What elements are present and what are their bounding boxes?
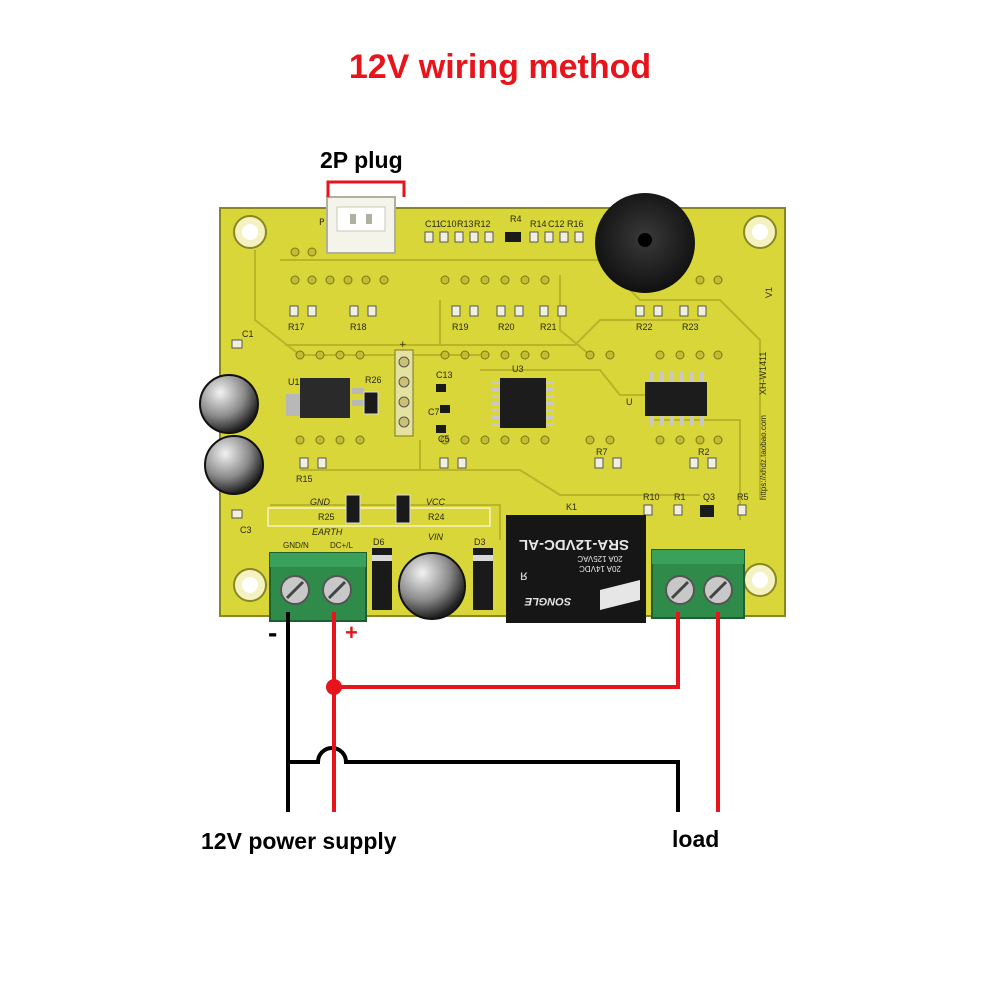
relay-spec-1: 20A 14VDC — [579, 564, 621, 573]
mounting-hole-br — [743, 563, 777, 597]
r25-resistor — [345, 494, 361, 524]
mounting-hole-tl — [233, 215, 267, 249]
relay: SRA-12VDC-AL 20A 14VDC 20A 125VAC SONGLE… — [506, 515, 646, 623]
wire-junction-dot — [326, 679, 342, 695]
mounting-hole-bl — [233, 568, 267, 602]
chip-u3 — [492, 378, 554, 428]
plus-label: + — [345, 620, 358, 645]
electrolytic-capacitor-2 — [204, 435, 264, 495]
silk-r22: R22 — [636, 322, 653, 332]
silk-vin: VIN — [428, 532, 444, 542]
silk-c11: C11 — [425, 219, 441, 229]
silk-u4: U — [626, 397, 633, 407]
silk-dc: DC+/L — [330, 541, 353, 550]
silk-r2: R2 — [698, 447, 710, 457]
silk-c12: C12 — [548, 219, 565, 229]
load-terminal-block — [651, 549, 745, 619]
silk-model: XH-W1411 — [758, 352, 768, 395]
r24-resistor — [395, 494, 411, 524]
diode-d6 — [372, 548, 392, 610]
silk-gnd: GND — [310, 497, 331, 507]
electrolytic-capacitor-1 — [199, 374, 259, 434]
silk-r26: R26 — [365, 375, 382, 385]
power-terminal-block — [269, 552, 367, 622]
silk-r19: R19 — [452, 322, 469, 332]
silk-q3: Q3 — [703, 492, 715, 502]
buzzer — [595, 193, 695, 293]
relay-spec-2: 20A 125VAC — [577, 554, 622, 563]
silk-r20: R20 — [498, 322, 515, 332]
silk-d6: D6 — [373, 537, 385, 547]
pin-header: + — [394, 340, 414, 437]
wire-positive-to-relay — [334, 612, 680, 689]
ceramic-capacitors — [436, 384, 450, 433]
silk-r12: R12 — [474, 219, 491, 229]
silk-header-plus: + — [399, 340, 407, 350]
diagram-title: 12V wiring method — [348, 48, 652, 86]
r26-resistor — [363, 391, 379, 415]
silk-version: V1 — [764, 287, 774, 298]
silk-d3: D3 — [474, 537, 486, 547]
silk-r16: R16 — [567, 219, 584, 229]
chip-u4 — [645, 372, 707, 426]
silk-r14: R14 — [530, 219, 547, 229]
electrolytic-capacitor-3 — [398, 552, 466, 620]
silk-c13: C13 — [436, 370, 453, 380]
silk-r5: R5 — [737, 492, 749, 502]
2p-plug-connector: P — [319, 196, 396, 254]
minus-label: - — [268, 617, 278, 648]
silk-r25: R25 — [318, 512, 335, 522]
silk-r1: R1 — [674, 492, 686, 502]
wire-negative-to-load — [288, 746, 680, 812]
silk-u1: U1 — [288, 377, 300, 387]
silk-r4: R4 — [510, 214, 522, 224]
silk-r13: R13 — [457, 219, 474, 229]
diode-d3 — [473, 548, 493, 610]
silk-earth: EARTH — [312, 527, 343, 537]
silk-r23: R23 — [682, 322, 699, 332]
silk-c3: C3 — [240, 525, 252, 535]
screw-icon — [280, 575, 310, 605]
silk-r17: R17 — [288, 322, 305, 332]
relay-brand: SONGLE — [524, 595, 571, 607]
relay-logo — [600, 580, 640, 610]
silk-r10: R10 — [643, 492, 660, 502]
power-supply-label: 12V power supply — [201, 828, 397, 854]
mounting-hole-tr — [743, 215, 777, 249]
ul-mark-icon: ʁ — [520, 567, 528, 583]
screw-icon — [665, 575, 695, 605]
silk-k1: K1 — [566, 502, 577, 512]
silk-r18: R18 — [350, 322, 367, 332]
silk-r15: R15 — [296, 474, 313, 484]
plug-label: 2P plug — [320, 147, 403, 173]
silk-vcc: VCC — [426, 497, 446, 507]
silk-u3: U3 — [512, 364, 524, 374]
load-label: load — [672, 826, 720, 852]
silk-r7: R7 — [596, 447, 608, 457]
silk-c7: C7 — [428, 407, 440, 417]
silk-c1: C1 — [242, 329, 254, 339]
silk-url: https://xhdz.taobao.com — [759, 415, 768, 500]
plug-bracket — [326, 180, 406, 197]
silk-r21: R21 — [540, 322, 557, 332]
silk-c10: C10 — [440, 219, 457, 229]
silk-p1: P — [319, 218, 325, 228]
screw-icon — [703, 575, 733, 605]
screw-icon — [322, 575, 352, 605]
voltage-regulator — [286, 378, 364, 418]
silk-c5: C5 — [438, 434, 450, 444]
silk-gnd-n: GND/N — [283, 541, 309, 550]
wires — [286, 612, 720, 812]
silk-r24: R24 — [428, 512, 445, 522]
relay-model: SRA-12VDC-AL — [519, 536, 629, 553]
